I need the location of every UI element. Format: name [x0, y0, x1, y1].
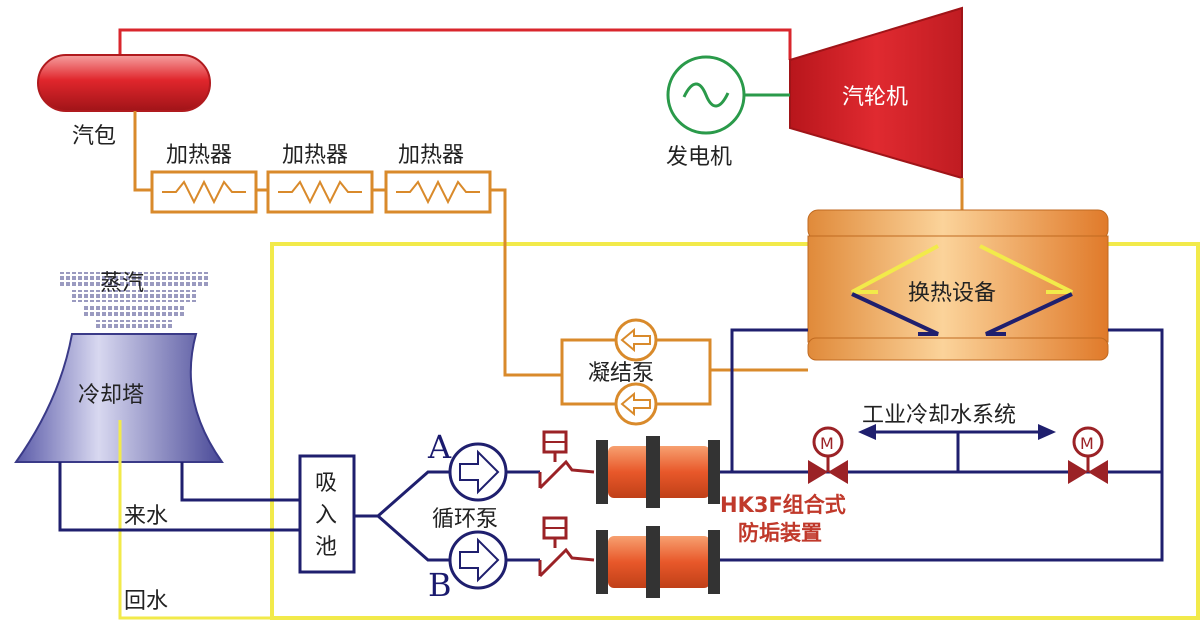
condensate-pump-icon-bottom [614, 382, 658, 426]
steam-label: 蒸汽 [100, 271, 144, 296]
suction-pool [298, 454, 356, 574]
steam-dots-4 [96, 320, 172, 330]
steam-dots-2 [70, 290, 196, 302]
condensate-pump-label: 凝结泵 [588, 361, 654, 386]
hx-yellow-chevron [851, 244, 939, 294]
inlet-water-line-1 [180, 462, 300, 502]
device-label-line1: HK3F组合式 [720, 493, 846, 517]
condensate-pump-icon-top [614, 318, 658, 362]
system-boundary [270, 242, 1200, 620]
steam-drum [37, 54, 211, 112]
heater-2-label: 加热器 [282, 143, 348, 168]
suction-pool-char-3: 池 [315, 535, 337, 560]
hx-outlet-line [720, 328, 1164, 562]
hx-blue-chevron-left [851, 292, 939, 336]
drum-label: 汽包 [72, 124, 116, 149]
circulating-pump-a [448, 442, 508, 502]
svg-text:M: M [1080, 434, 1094, 453]
branch-line-a [354, 470, 450, 518]
return-water-line [118, 420, 272, 620]
generator-label: 发电机 [666, 145, 732, 170]
steam-dots-1 [60, 272, 210, 286]
heater-2 [266, 170, 374, 214]
hx-blue-chevron-right [985, 292, 1073, 336]
device-label-line2: 防垢装置 [738, 521, 822, 545]
steam-line [118, 28, 792, 60]
cooling-tower [14, 333, 224, 463]
sine-icon [682, 82, 730, 108]
heater-1 [150, 170, 258, 214]
industrial-cooling-label: 工业冷却水系统 [862, 403, 1016, 428]
motor-valve-1: M [808, 426, 848, 484]
arrow-left-icon [858, 424, 876, 440]
hx-inlet-line [730, 328, 808, 472]
check-valve-a [538, 430, 595, 490]
svg-text:M: M [820, 434, 834, 453]
suction-pool-char-2: 入 [315, 503, 337, 528]
branch-line-b [377, 514, 450, 562]
check-valve-b [538, 516, 595, 578]
return-water-label: 回水 [124, 589, 168, 614]
turbine-label: 汽轮机 [842, 85, 908, 110]
motor-valve-2: M [1068, 426, 1108, 484]
anti-scale-device-b [596, 526, 720, 598]
hx-yellow-chevron-right [979, 244, 1073, 294]
feedwater-line [133, 111, 562, 377]
heater-1-label: 加热器 [166, 143, 232, 168]
heater-3-label: 加热器 [398, 143, 464, 168]
anti-scale-device-a [596, 436, 720, 508]
circulating-pump-b [448, 530, 508, 590]
inlet-water-line-2 [58, 462, 300, 532]
steam-dots-3 [84, 306, 184, 318]
pump-a-label: A [427, 428, 452, 466]
suction-pool-char-1: 吸 [315, 471, 337, 496]
cooling-tower-label: 冷却塔 [78, 383, 144, 408]
pump-b-label: B [428, 566, 452, 604]
arrow-right-icon [1038, 424, 1056, 440]
circulating-pump-label: 循环泵 [432, 507, 498, 532]
heat-exchanger-label: 换热设备 [908, 281, 996, 306]
inlet-water-label: 来水 [124, 504, 168, 529]
heater-3 [384, 170, 492, 214]
